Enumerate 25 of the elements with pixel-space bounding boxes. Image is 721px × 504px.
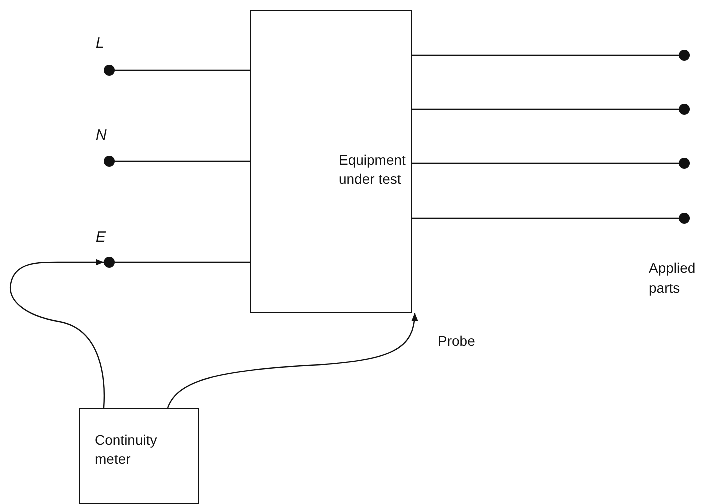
wire [412,162,679,164]
terminal-dot [104,65,115,76]
terminal-dot [679,213,690,224]
wire [115,70,250,72]
terminal-dot [679,104,690,115]
terminal-label: E [96,229,106,246]
equipment-box [250,10,412,313]
terminal-label: N [96,127,107,144]
terminal-dot [104,156,115,167]
terminal-label: L [96,35,104,52]
terminal-dot [104,257,115,268]
test-lead-arrow [167,312,418,408]
terminal-dot [679,50,690,61]
wire [115,262,250,264]
part-label: Applied parts [649,259,697,298]
wire [412,218,679,220]
wire [115,160,250,162]
edge-label: Probe [438,333,476,349]
node-label: Equipment under test [339,151,407,189]
terminal-dot [679,158,690,169]
meter-box [79,408,199,504]
test-lead-arrow [10,259,105,408]
wire [412,108,679,110]
wire [412,54,679,56]
node-label: Continuity meter [95,431,158,469]
